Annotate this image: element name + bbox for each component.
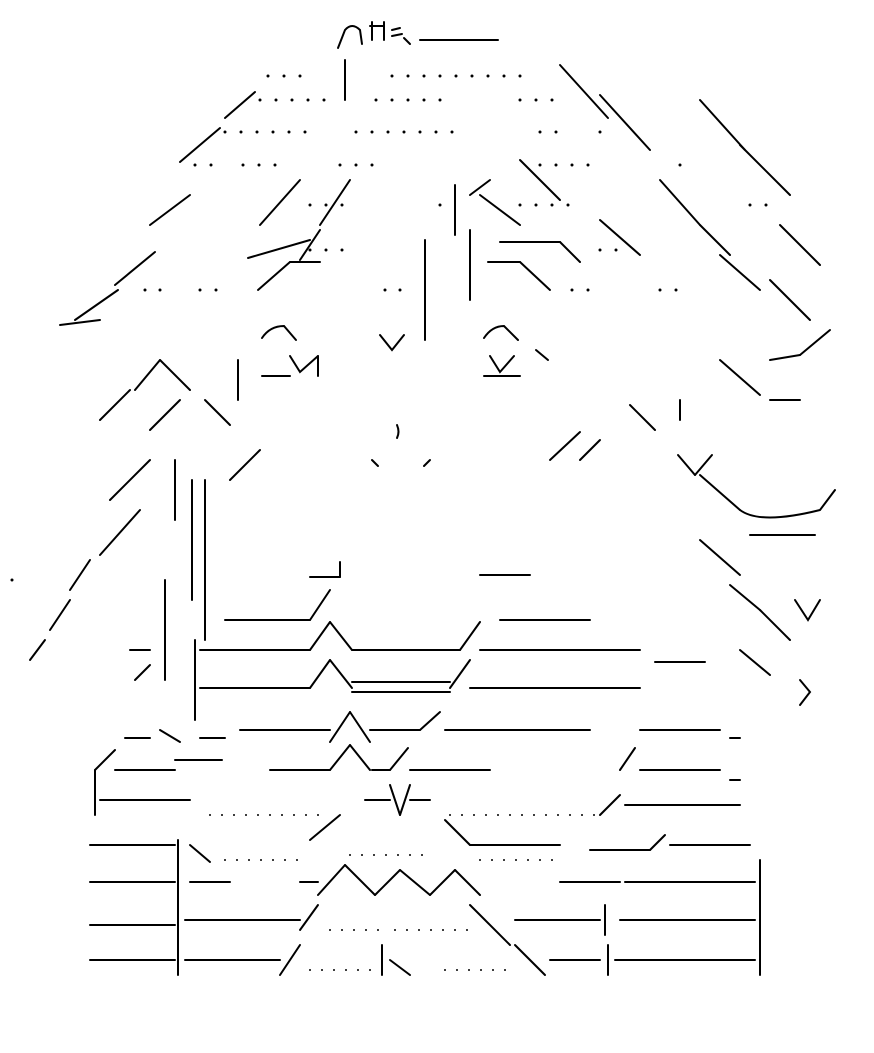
collar-dot-texture: [10, 578, 595, 971]
hat-outline: [59, 21, 831, 401]
side-hair-left: [29, 359, 261, 661]
side-hair-right: [549, 399, 836, 706]
left-eye: [257, 261, 321, 377]
body-stripes: [89, 579, 761, 976]
right-eye: [483, 261, 551, 377]
hat-dot-texture: [143, 74, 768, 292]
face-details: [309, 334, 531, 578]
